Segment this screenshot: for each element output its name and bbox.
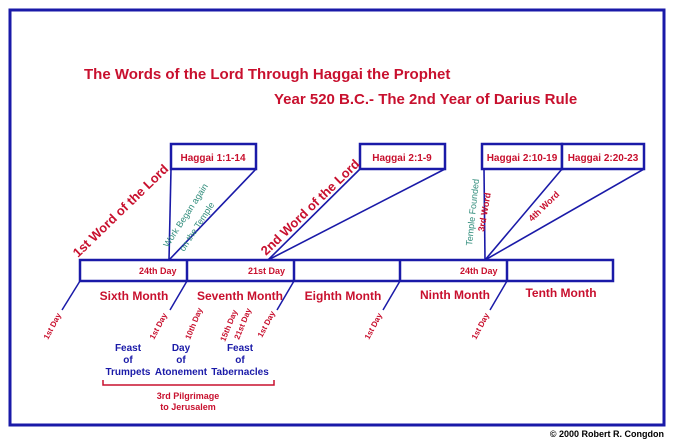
day-tick-seventh-first: 1st Day <box>148 311 170 341</box>
pilgrimage-bracket <box>102 380 275 386</box>
day-tick-eighth-first-a: 1st Day <box>256 309 278 339</box>
pilgrimage-line2: to Jerusalem <box>160 402 216 412</box>
timeline-day-seventh: 21st Day <box>248 266 285 276</box>
atonement-line2: of <box>176 355 186 366</box>
scripture-box-1: Haggai 1:1-14 <box>169 142 258 171</box>
feast-trumpets-line2: of <box>123 355 133 366</box>
tabernacles-line1: Feast <box>227 343 254 354</box>
copyright: © 2000 Robert R. Congdon <box>550 429 664 439</box>
timeline-day-ninth: 24th Day <box>460 266 498 276</box>
atonement-line1: Day <box>172 343 191 354</box>
tabernacles-line2: of <box>235 355 245 366</box>
month-ninth: Ninth Month <box>420 288 490 302</box>
month-tenth: Tenth Month <box>525 286 596 300</box>
day-tick-lines <box>61 280 508 311</box>
day-tick-tenth: 10th Day <box>184 306 205 341</box>
month-sixth: Sixth Month <box>100 289 169 303</box>
pilgrimage-line1: 3rd Pilgrimage <box>157 391 220 401</box>
atonement-line3: Atonement <box>155 367 208 378</box>
day-tick-eighth-first-b: 1st Day <box>363 311 385 341</box>
tabernacles-line3: Tabernacles <box>211 367 269 378</box>
second-word-label: 2nd Word of the Lord <box>258 156 363 258</box>
feast-trumpets-line3: Trumpets <box>105 367 150 378</box>
day-tick-sixth-first: 1st Day <box>42 311 64 341</box>
scripture-box-3: Haggai 2:10-19 <box>480 142 564 171</box>
feast-trumpets-line1: Feast <box>115 343 142 354</box>
feast-trumpets: Feast of Trumpets <box>105 343 150 378</box>
outer-frame <box>8 8 666 427</box>
scripture-box-2: Haggai 2:1-9 <box>358 142 447 171</box>
scripture-ref-2: Haggai 2:1-9 <box>372 153 432 164</box>
scripture-box-4: Haggai 2:20-23 <box>560 142 646 171</box>
scripture-ref-1: Haggai 1:1-14 <box>180 153 245 164</box>
timeline-bar <box>78 258 615 283</box>
month-seventh: Seventh Month <box>197 289 283 303</box>
month-eighth: Eighth Month <box>305 289 382 303</box>
feast-tabernacles: Feast of Tabernacles <box>211 343 269 378</box>
day-tick-ninth-first: 1st Day <box>470 311 492 341</box>
scripture-ref-4: Haggai 2:20-23 <box>568 153 639 164</box>
day-of-atonement: Day of Atonement <box>155 343 208 378</box>
connector-lines <box>168 168 645 261</box>
scripture-ref-3: Haggai 2:10-19 <box>487 153 558 164</box>
fourth-word-label: 4th Word <box>526 189 561 223</box>
title-line1: The Words of the Lord Through Haggai the… <box>84 66 450 83</box>
timeline-day-sixth: 24th Day <box>139 266 177 276</box>
title-line2: Year 520 B.C.- The 2nd Year of Darius Ru… <box>274 91 577 108</box>
first-word-label: 1st Word of the Lord <box>70 161 172 260</box>
